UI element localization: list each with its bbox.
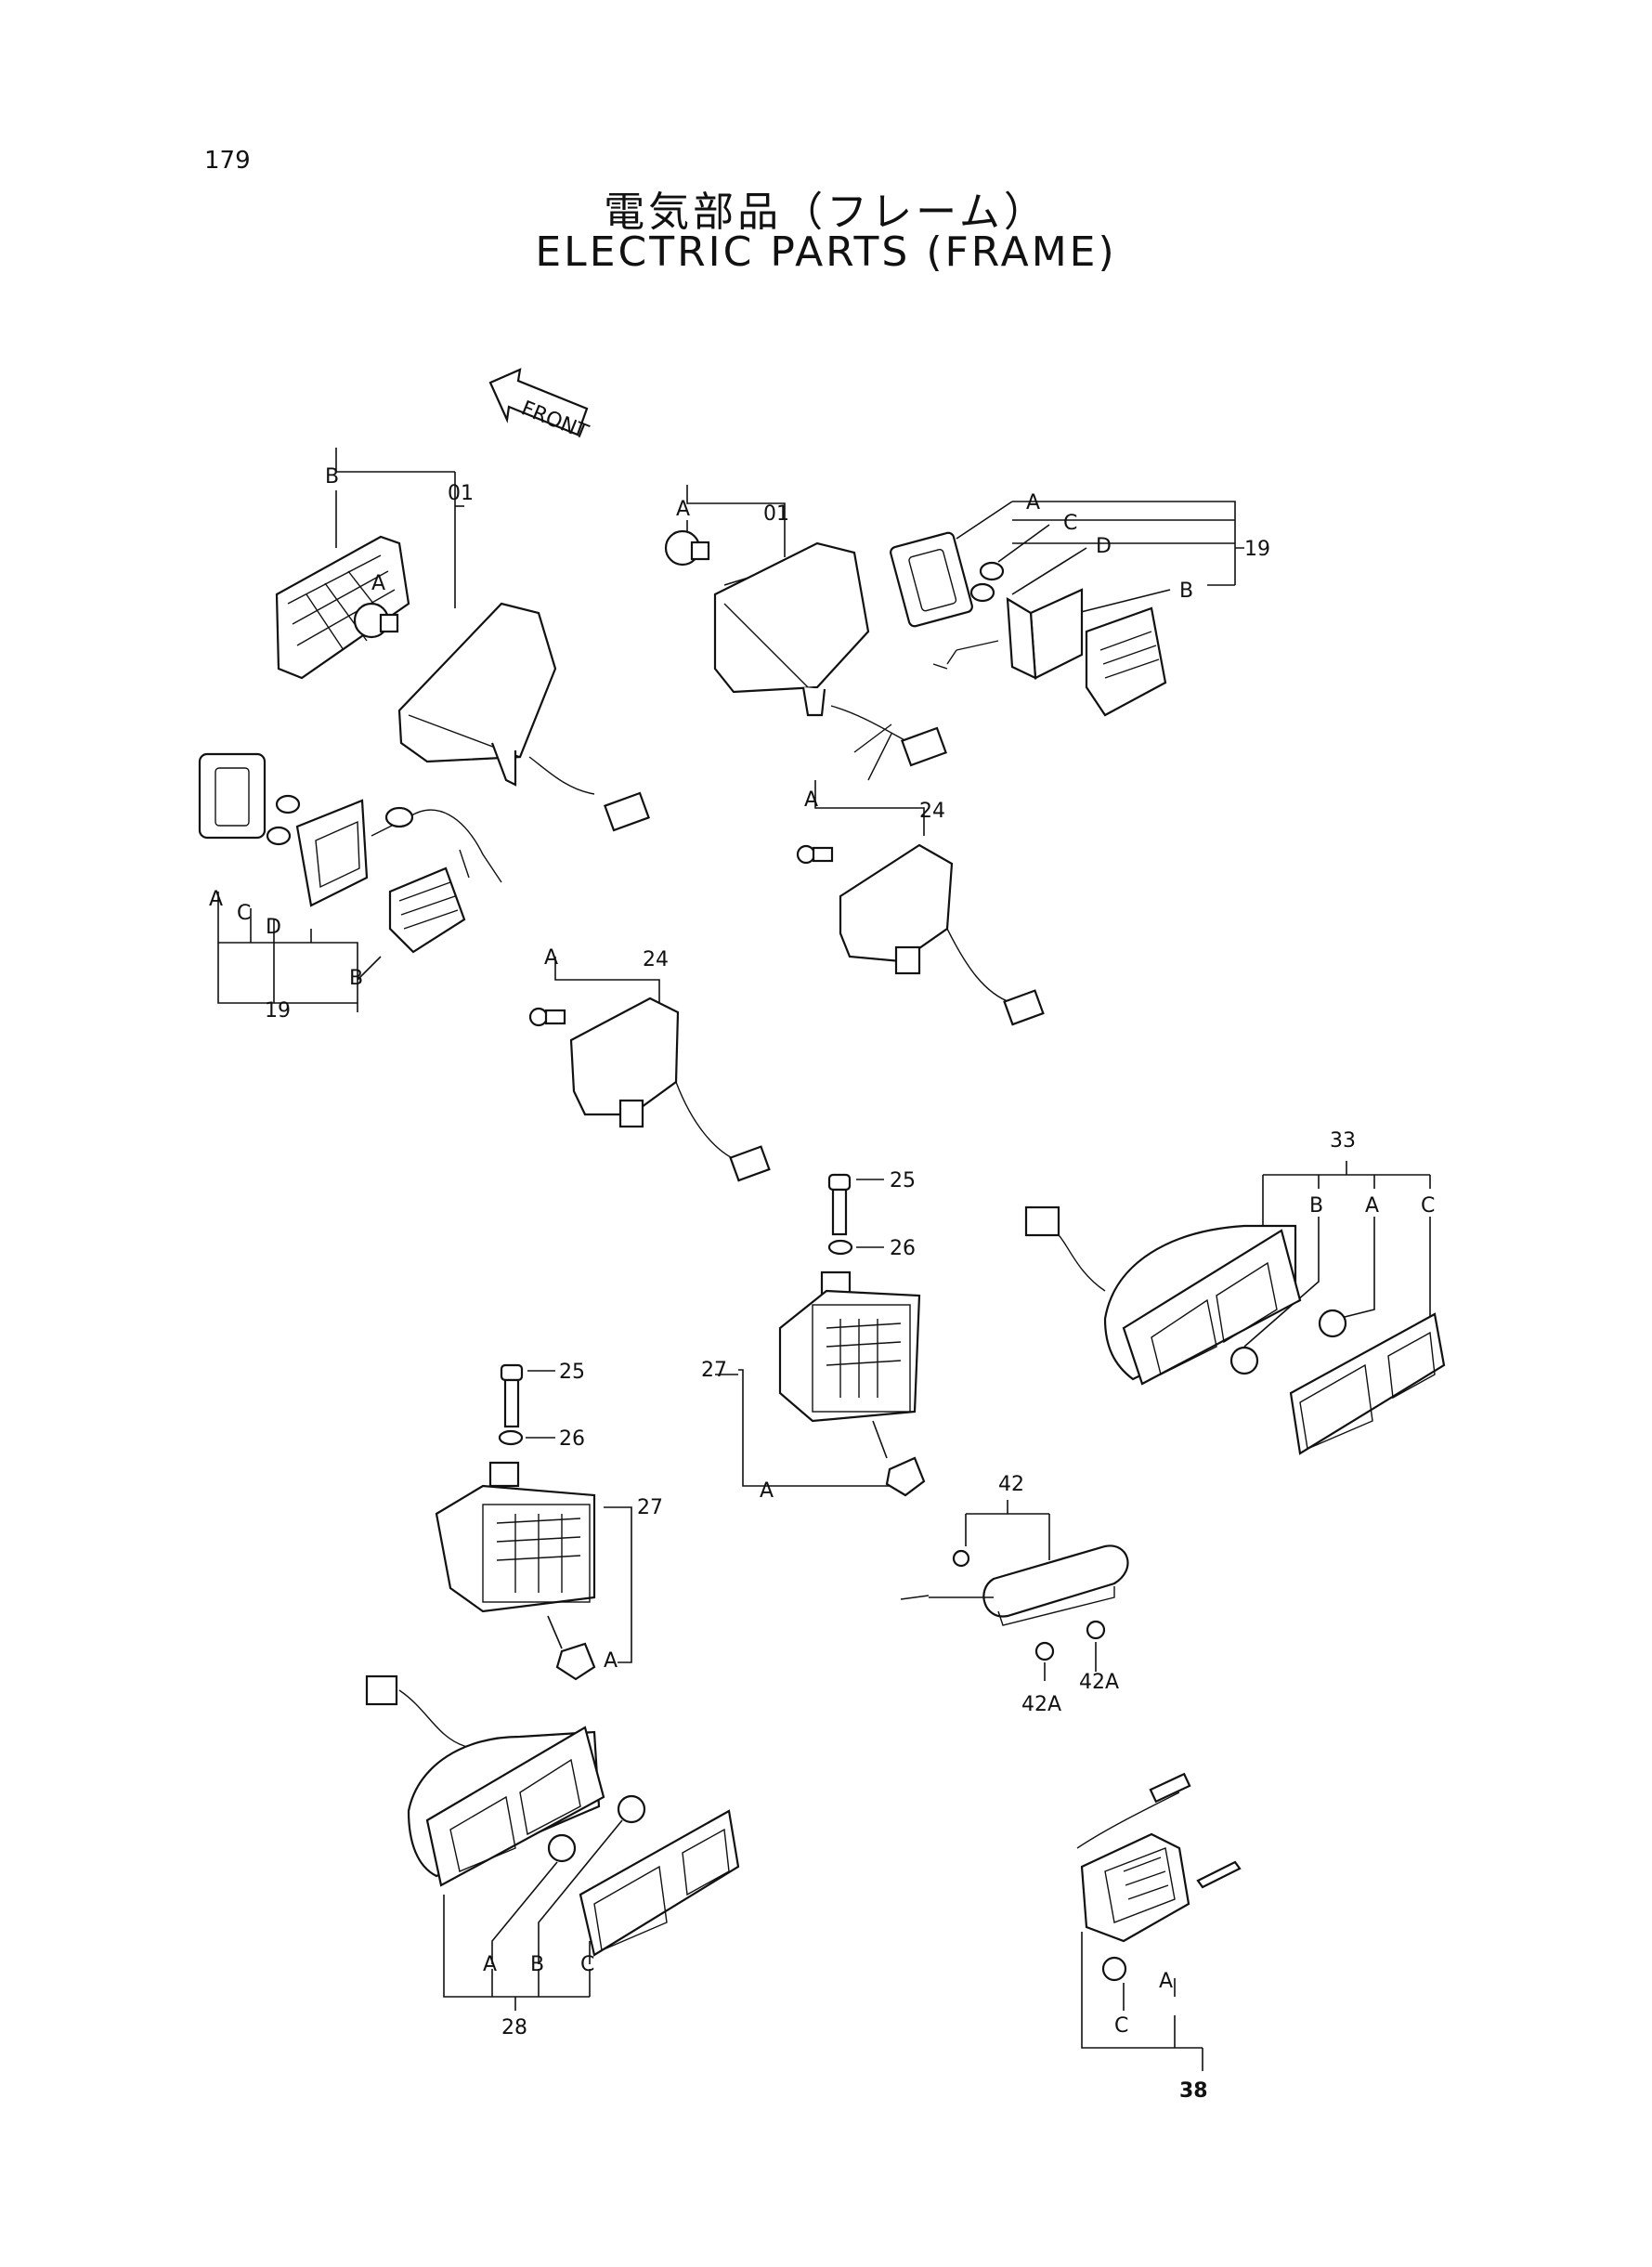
work-light-right-01: A 01 [664,485,947,781]
callout-l01-num: 01 [448,482,474,505]
callout-r24-num: 24 [919,800,945,823]
callout-r01-num: 01 [763,502,789,526]
callout-c25: 25 [890,1169,916,1192]
work-light-left-27: 25 26 27 A [435,1361,663,1681]
callout-c27: 27 [701,1359,727,1382]
work-light-left-01: B 01 A [275,448,650,832]
callout-r38-c: C [1114,2014,1128,2038]
combination-lamp-right-33: 33 B A C [1024,1129,1446,1455]
callout-l28-num: 28 [501,2016,527,2039]
callout-l28-c: C [580,1953,594,1976]
lamp-assembly-right-19: A C D B 19 [890,491,1270,717]
callout-r38-num: 38 [1179,2079,1208,2103]
callout-r33-c: C [1421,1194,1435,1218]
callout-l24-a: A [544,946,558,970]
callout-r01-a: A [676,498,690,521]
callout-r33-a: A [1365,1194,1379,1218]
callout-r24-a: A [804,788,818,812]
callout-l27: 27 [637,1496,663,1519]
callout-r33-num: 33 [1330,1129,1356,1153]
callout-r19-c: C [1063,512,1077,535]
page-number: 179 [204,147,251,175]
callout-l19-a: A [209,888,223,911]
combination-lamp-left-28: A B C 28 [365,1674,740,2039]
title-english: ELECTRIC PARTS (FRAME) [535,228,1117,276]
title-japanese: 電気部品（フレーム） [604,189,1048,236]
callout-l28-a: A [483,1953,497,1976]
callout-l19-b: B [349,967,363,990]
callout-l28-b: B [530,1953,544,1976]
work-light-center-27: 25 26 27 A [701,1169,926,1503]
callout-c42a-right: 42A [1079,1671,1119,1694]
callout-l24-num: 24 [643,948,669,971]
callout-l19-d: D [266,916,281,939]
callout-c42: 42 [998,1473,1024,1496]
callout-r38-a: A [1159,1970,1173,1993]
callout-l25: 25 [559,1361,585,1384]
callout-r19-num: 19 [1244,538,1270,561]
side-lamp-right-38: A C 38 [1076,1772,1242,2103]
callout-l01-b: B [325,465,339,489]
callout-l19-c: C [237,902,251,925]
callout-l01-a: A [371,572,385,595]
callout-r19-d: D [1096,535,1112,558]
front-arrow: FRONT [488,368,592,445]
callout-c42a-left: 42A [1021,1693,1061,1716]
callout-l27-a: A [604,1649,618,1673]
callout-l26: 26 [559,1427,585,1451]
room-lamp-42: 42 42A 42A [900,1473,1129,1716]
lamp-assembly-left-19: A C D B 19 [198,752,502,1023]
callout-r19-a: A [1026,491,1040,515]
callout-r33-b: B [1309,1194,1323,1218]
callout-r19-b: B [1179,580,1193,603]
callout-c26: 26 [890,1237,916,1260]
lamp-left-24: A 24 [528,946,771,1182]
callout-c27-a: A [760,1479,774,1503]
lamp-right-24: A 24 [796,780,1045,1026]
